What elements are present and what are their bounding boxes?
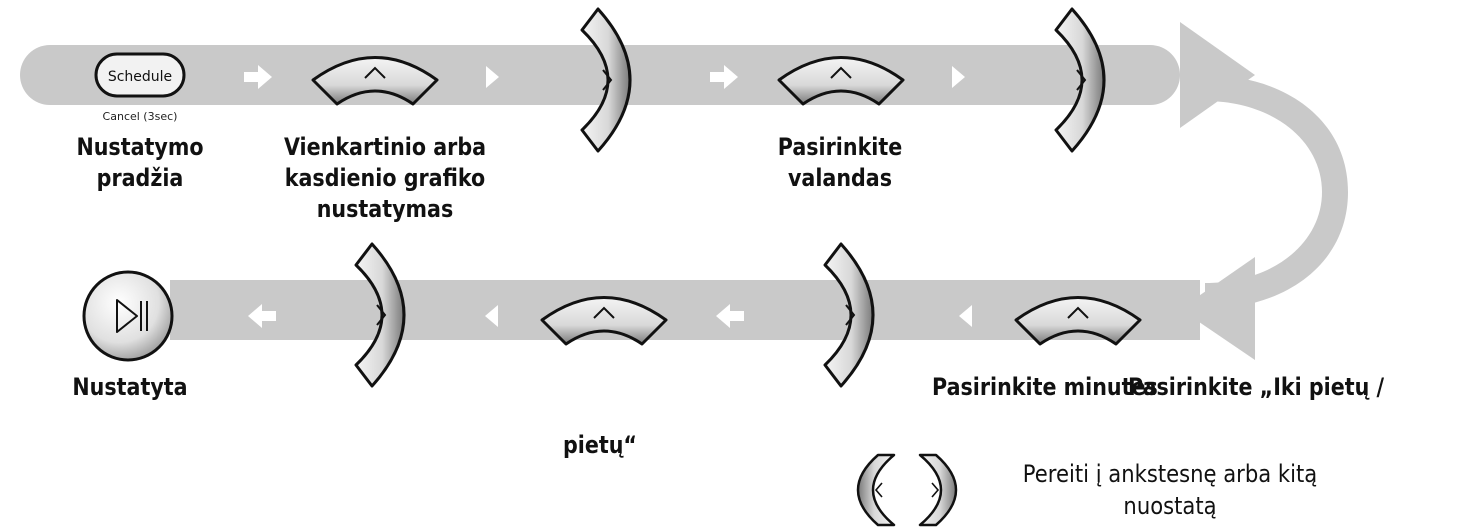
schedule-label: Schedule <box>108 69 172 85</box>
legend-description: Pereiti į ankstesnę arba kitą nuostatą <box>1003 458 1337 522</box>
right-button-2[interactable] <box>1054 7 1106 153</box>
flow-arrow-5 <box>959 305 972 327</box>
chevron-right-icon <box>931 482 940 498</box>
chevron-right-icon <box>376 304 387 326</box>
legend-left-button <box>856 453 896 527</box>
play-pause-button[interactable] <box>82 270 174 362</box>
chevron-up-icon <box>830 66 852 79</box>
chevron-left-icon <box>874 482 883 498</box>
schedule-button[interactable]: Schedule <box>94 52 186 98</box>
step-ampm-label-2: pietų“ <box>563 431 637 459</box>
play-pause-icon <box>116 299 148 333</box>
step-ampm-label-1: Pasirinkite „Iki pietų / <box>1128 373 1385 401</box>
step-type-line-1: Vienkartinio arba <box>283 133 487 161</box>
step-type-label: Vienkartinio arba kasdienio grafiko nust… <box>273 132 497 225</box>
flow-arrow-1 <box>244 65 272 89</box>
step-start-line-2: pradžia <box>96 164 184 192</box>
step-hours-line-2: valandas <box>787 164 893 192</box>
bottom-track-arrowhead <box>1180 257 1255 360</box>
step-type-line-2: kasdienio grafiko <box>284 164 486 192</box>
legend-line-2: nuostatą <box>1123 492 1217 520</box>
step-minutes-label: Pasirinkite minutes <box>932 373 1158 401</box>
legend-line-1: Pereiti į ankstesnę arba kitą <box>1022 460 1318 488</box>
chevron-right-icon <box>845 304 856 326</box>
cancel-hint: Cancel (3sec) <box>103 110 178 123</box>
step-type-line-3: nustatymas <box>316 195 454 223</box>
up-button-3[interactable] <box>1014 296 1142 346</box>
u-turn-track <box>1205 75 1348 309</box>
chevron-right-icon <box>602 69 613 91</box>
chevron-up-icon <box>364 66 386 79</box>
flow-arrow-7 <box>485 305 498 327</box>
flow-arrow-2 <box>486 66 499 88</box>
up-button-4[interactable] <box>540 296 668 346</box>
top-track-arrowhead <box>1180 22 1255 128</box>
right-button-3[interactable] <box>823 242 875 388</box>
chevron-up-icon <box>593 306 615 319</box>
right-button-4[interactable] <box>354 242 406 388</box>
up-button-1[interactable] <box>311 56 439 106</box>
flow-arrow-4 <box>952 66 965 88</box>
right-button-1[interactable] <box>580 7 632 153</box>
step-hours-line-1: Pasirinkite <box>777 133 903 161</box>
chevron-right-icon <box>1076 69 1087 91</box>
flow-arrow-6 <box>716 304 744 328</box>
step-start-label: Nustatymo pradžia <box>54 132 226 194</box>
flow-arrow-3 <box>710 65 738 89</box>
flow-arrow-8 <box>248 304 276 328</box>
step-hours-label: Pasirinkite valandas <box>758 132 921 194</box>
up-button-2[interactable] <box>777 56 905 106</box>
step-start-line-1: Nustatymo <box>76 133 204 161</box>
chevron-up-icon <box>1067 306 1089 319</box>
step-done-label: Nustatyta <box>72 373 188 401</box>
legend-right-button <box>918 453 958 527</box>
flow-track <box>20 22 1348 360</box>
